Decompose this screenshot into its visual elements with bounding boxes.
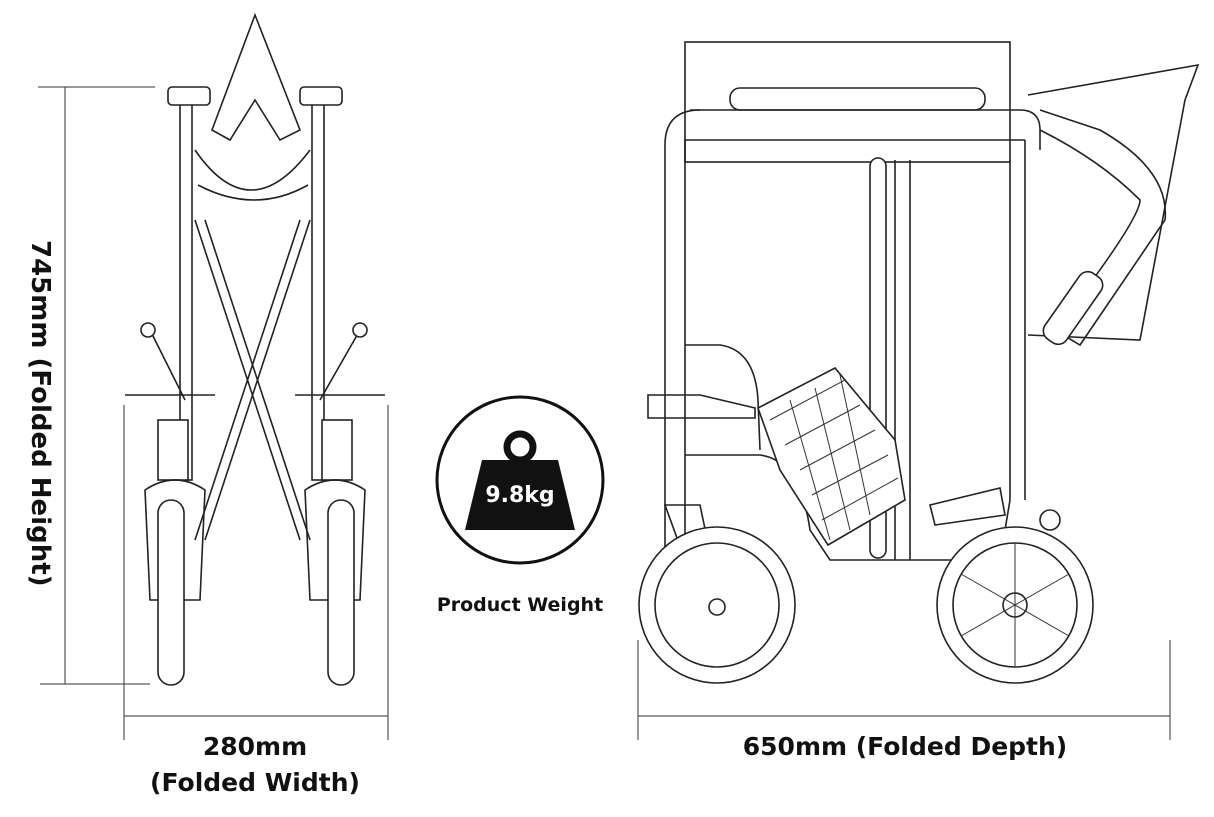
weight-badge	[435, 395, 605, 565]
weight-value: 9.8kg	[485, 483, 555, 508]
weight-caption: Product Weight	[436, 594, 604, 616]
depth-dimension-line	[637, 640, 1171, 740]
height-label: 745mm (Folded Height)	[25, 240, 55, 587]
basket	[757, 366, 906, 547]
width-caption-label: (Folded Width)	[150, 768, 360, 797]
depth-label: 650mm (Folded Depth)	[742, 732, 1068, 761]
weight-icon	[465, 430, 575, 530]
width-value-label: 280mm	[202, 732, 308, 761]
wheelchair-front-view	[125, 12, 385, 686]
height-dimension-line	[38, 86, 155, 685]
width-dimension-line	[123, 405, 389, 740]
wheelchair-side-view	[638, 41, 1200, 684]
